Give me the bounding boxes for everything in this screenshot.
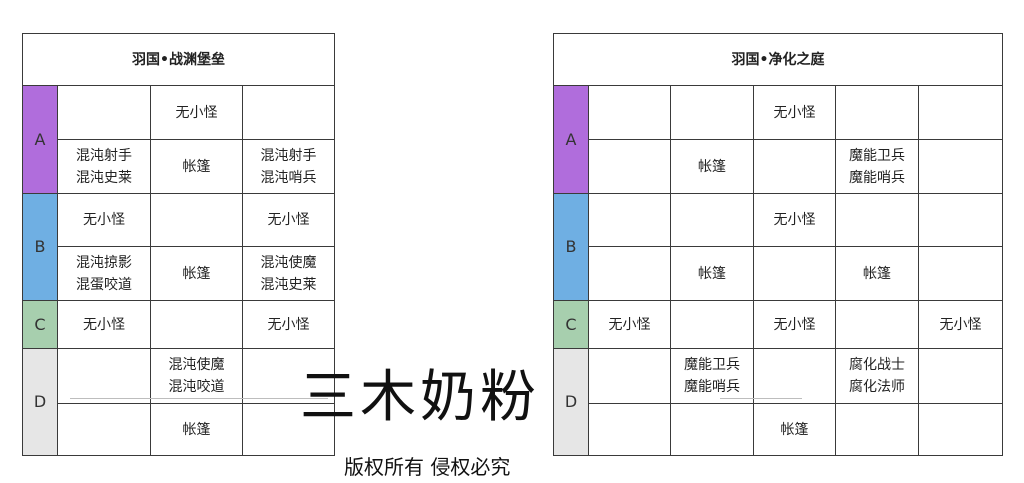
right-cell-r3-c0 — [588, 246, 671, 301]
left-cell-r0-c2 — [241, 85, 336, 140]
left-cell-r0-c1: 无小怪 — [150, 85, 243, 140]
left-cell-r3-c0-line1: 混沌掠影 — [76, 254, 132, 271]
right-zone-b-label: B — [553, 193, 589, 301]
left-cell-r5-c0 — [57, 348, 151, 404]
right-cell-r4-c0: 无小怪 — [588, 300, 671, 349]
right-map-table: 羽国•净化之庭 A 无小怪 帐篷 魔能卫兵 魔能哨兵 B 无小怪 帐篷 帐篷 C… — [552, 33, 1004, 456]
left-cell-r4-c2: 无小怪 — [241, 300, 336, 349]
watermark-main: 三木奶粉 — [300, 365, 540, 430]
right-cell-r0-c2: 无小怪 — [753, 85, 836, 140]
left-cell-r3-c2-line1: 混沌使魔 — [260, 254, 317, 271]
left-cell-r1-c1: 帐篷 — [150, 139, 243, 194]
right-cell-r4-c3 — [835, 300, 919, 349]
right-cell-r2-c0 — [588, 193, 671, 247]
right-cell-r3-c2 — [753, 246, 836, 301]
right-cell-r4-c2: 无小怪 — [753, 300, 836, 349]
right-cell-r0-c3 — [835, 85, 919, 140]
left-cell-r1-c0-line1: 混沌射手 — [76, 147, 132, 164]
right-cell-r1-c2 — [753, 139, 836, 194]
left-cell-r3-c1: 帐篷 — [150, 246, 243, 301]
left-cell-r1-c2-line2: 混沌哨兵 — [260, 169, 317, 186]
left-cell-r2-c1 — [150, 193, 243, 247]
left-table-title: 羽国•战渊堡垒 — [21, 33, 336, 86]
left-cell-r1-c0: 混沌射手 混沌史莱 — [57, 139, 151, 194]
right-cell-r6-c1 — [670, 403, 754, 456]
right-cell-r5-c1-line2: 魔能哨兵 — [684, 379, 740, 395]
right-cell-r2-c2: 无小怪 — [753, 193, 836, 247]
right-cell-r1-c3: 魔能卫兵 魔能哨兵 — [835, 139, 919, 194]
right-cell-r5-c1-line1: 魔能卫兵 — [684, 357, 740, 373]
right-cell-r6-c4 — [917, 403, 1004, 456]
left-cell-r3-c2: 混沌使魔 混沌史莱 — [241, 246, 336, 301]
right-zone-c-label: C — [553, 300, 589, 349]
left-cell-r3-c2-line2: 混沌史莱 — [260, 276, 317, 293]
right-cell-r0-c4 — [917, 85, 1004, 140]
left-cell-r0-c0 — [57, 85, 151, 140]
left-cell-r5-c1-line1: 混沌使魔 — [168, 357, 225, 373]
right-cell-r4-c1 — [670, 300, 754, 349]
left-cell-r6-c0 — [57, 403, 151, 456]
right-cell-r5-c4 — [917, 348, 1004, 404]
right-cell-r5-c3: 腐化战士 腐化法师 — [835, 348, 919, 404]
right-cell-r0-c0 — [588, 85, 671, 140]
right-cell-r5-c0 — [588, 348, 671, 404]
right-cell-r2-c4 — [917, 193, 1004, 247]
right-cell-r0-c1 — [670, 85, 754, 140]
left-cell-r6-c1: 帐篷 — [150, 403, 243, 456]
left-cell-r5-c1-line2: 混沌咬道 — [168, 379, 225, 395]
right-cell-r5-c1: 魔能卫兵 魔能哨兵 — [670, 348, 754, 404]
left-zone-b-label: B — [22, 193, 58, 301]
right-cell-r2-c3 — [835, 193, 919, 247]
right-cell-r3-c4 — [917, 246, 1004, 301]
right-zone-a-label: A — [553, 85, 589, 194]
left-zone-c-label: C — [22, 300, 58, 349]
left-faint-line — [70, 398, 328, 399]
right-cell-r3-c3: 帐篷 — [835, 246, 919, 301]
right-cell-r1-c3-line2: 魔能哨兵 — [849, 169, 905, 186]
right-cell-r6-c0 — [588, 403, 671, 456]
right-cell-r1-c4 — [917, 139, 1004, 194]
right-cell-r6-c2: 帐篷 — [753, 403, 836, 456]
left-cell-r1-c2: 混沌射手 混沌哨兵 — [241, 139, 336, 194]
left-zone-d-label: D — [22, 348, 58, 456]
left-cell-r1-c2-line1: 混沌射手 — [260, 147, 317, 164]
left-map-table: 羽国•战渊堡垒 A 无小怪 混沌射手 混沌史莱 帐篷 混沌射手 混沌哨兵 B 无… — [21, 33, 336, 456]
left-cell-r4-c1 — [150, 300, 243, 349]
left-cell-r4-c0: 无小怪 — [57, 300, 151, 349]
left-cell-r3-c0-line2: 混蛋咬道 — [76, 276, 132, 293]
right-cell-r6-c3 — [835, 403, 919, 456]
left-cell-r5-c1: 混沌使魔 混沌咬道 — [150, 348, 243, 404]
left-cell-r3-c0: 混沌掠影 混蛋咬道 — [57, 246, 151, 301]
left-cell-r6-c2 — [241, 403, 336, 456]
right-cell-r5-c2 — [753, 348, 836, 404]
left-cell-r5-c2 — [241, 348, 336, 404]
right-zone-d-label: D — [553, 348, 589, 456]
left-cell-r1-c0-line2: 混沌史莱 — [76, 169, 132, 186]
right-cell-r1-c0 — [588, 139, 671, 194]
right-cell-r1-c1: 帐篷 — [670, 139, 754, 194]
watermark-sub: 版权所有 侵权必究 — [344, 455, 511, 479]
left-zone-a-label: A — [22, 85, 58, 194]
right-cell-r5-c3-line2: 腐化法师 — [849, 379, 905, 395]
left-cell-r2-c0: 无小怪 — [57, 193, 151, 247]
right-faint-line — [720, 398, 802, 399]
right-cell-r4-c4: 无小怪 — [917, 300, 1004, 349]
right-cell-r2-c1 — [670, 193, 754, 247]
right-cell-r1-c3-line1: 魔能卫兵 — [849, 147, 905, 164]
right-table-title: 羽国•净化之庭 — [552, 33, 1004, 86]
right-cell-r5-c3-line1: 腐化战士 — [849, 357, 905, 373]
right-cell-r3-c1: 帐篷 — [670, 246, 754, 301]
left-cell-r2-c2: 无小怪 — [241, 193, 336, 247]
